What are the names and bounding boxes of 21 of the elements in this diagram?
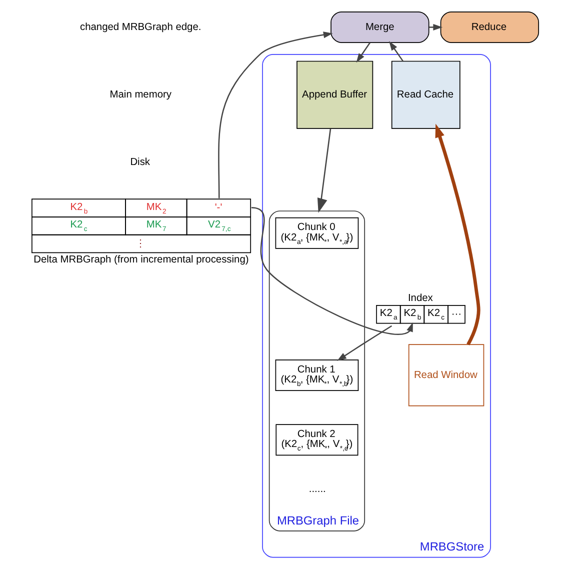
node-label: Index — [408, 292, 433, 304]
label: changed MRBGraph edge. — [80, 22, 202, 33]
node-label: Delta MRBGraph (from incremental processing) — [34, 254, 249, 266]
arrow — [435, 124, 480, 346]
node-box: Chunk 1 (K2$_{b}$, {MK$_{*}$, V$_{*,b}$}) — [275, 359, 359, 391]
node-box: Read Window — [408, 344, 484, 406]
node-box: Reduce — [440, 11, 540, 43]
arrow — [218, 32, 333, 198]
node-text: ...... — [308, 484, 326, 495]
arrow — [317, 128, 332, 213]
node-box: Merge — [330, 11, 430, 43]
label: Disk — [130, 157, 150, 168]
arrow — [429, 24, 443, 30]
arrow — [389, 41, 404, 62]
node-box: Chunk 2 (K2$_{c}$, {MK$_{*}$, V$_{*,c}$}) — [276, 424, 358, 456]
arrow — [337, 325, 392, 361]
node-box: Read Cache — [391, 60, 460, 129]
label: Main memory — [110, 90, 172, 100]
node-box: Append Buffer — [296, 60, 374, 129]
node-box: Chunk 0 (K2$_{a}$, {MK$_{*}$, V$_{*,a}$}) — [275, 217, 359, 249]
arrow — [356, 42, 370, 63]
